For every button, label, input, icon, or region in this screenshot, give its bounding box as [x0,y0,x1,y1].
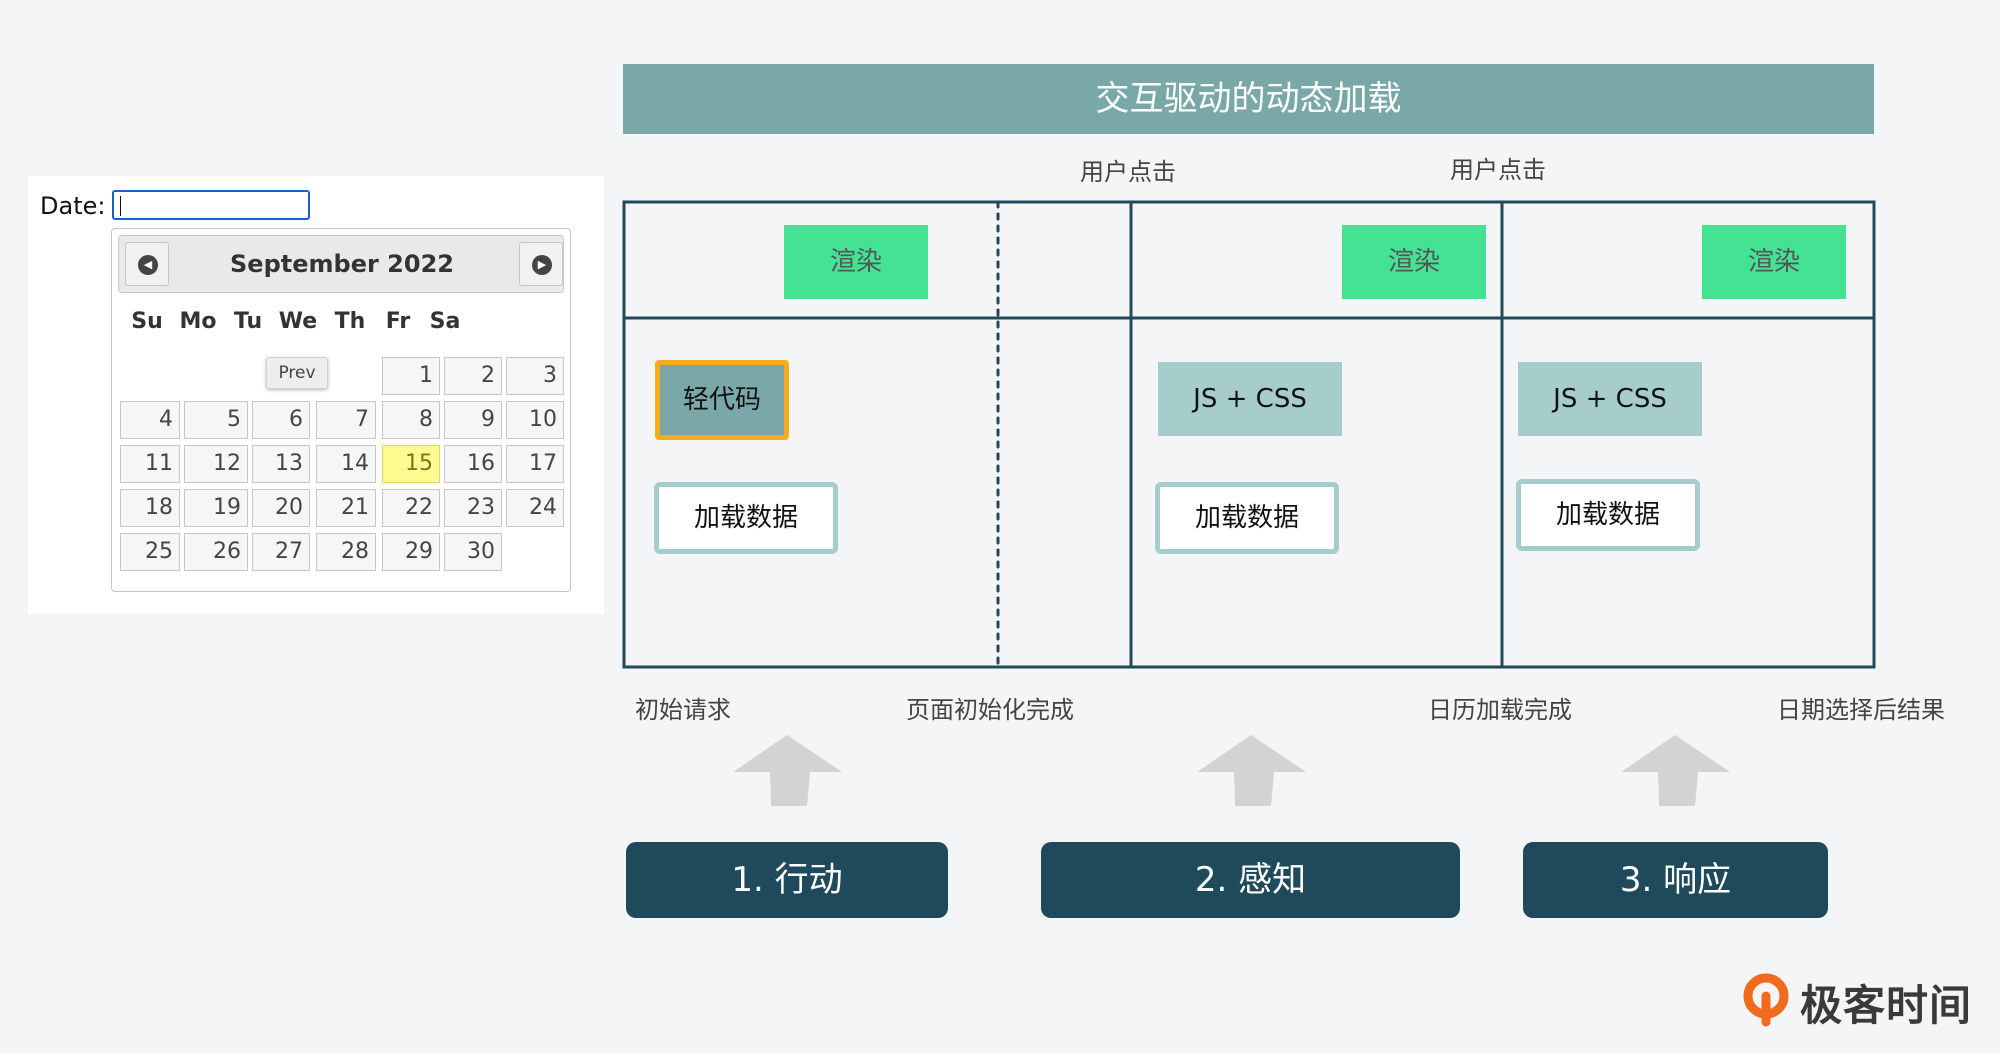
day-cell-8[interactable]: 8 [382,401,440,439]
weekday-mo: Mo [179,309,217,334]
day-cell-20[interactable]: 20 [252,489,310,527]
initial-request-label: 初始请求 [635,696,731,724]
day-cell-16[interactable]: 16 [444,445,502,483]
circle-triangle-right-icon: ▶ [532,255,552,275]
weekday-we: We [278,309,318,334]
day-cell-30[interactable]: 30 [444,533,502,571]
page-init-done-label: 页面初始化完成 [906,696,1074,724]
timeline-outer-frame [622,200,1876,669]
day-cell-24[interactable]: 24 [506,489,564,527]
step-action: 1. 行动 [626,842,948,918]
day-cell-9[interactable]: 9 [444,401,502,439]
day-cell-29[interactable]: 29 [382,533,440,571]
weekday-fr: Fr [385,309,411,334]
circle-triangle-left-icon: ◀ [138,255,158,275]
diagram-title-banner: 交互驱动的动态加载 [623,64,1874,134]
day-cell-3[interactable]: 3 [506,357,564,395]
datepicker-header: ◀ September 2022 ▶ [118,235,564,293]
day-cell-15[interactable]: 15 [382,445,440,483]
day-cell-12[interactable]: 12 [184,445,248,483]
calendar-loaded-label: 日历加载完成 [1428,696,1572,724]
day-cell-4[interactable]: 4 [120,401,180,439]
date-selected-result-label: 日期选择后结果 [1777,696,1945,724]
user-click-label-2: 用户点击 [1450,156,1546,184]
day-cell-23[interactable]: 23 [444,489,502,527]
load-data-box-3: 加载数据 [1516,479,1700,551]
js-css-box-1: JS + CSS [1158,362,1342,436]
day-cell-21[interactable]: 21 [316,489,376,527]
day-cell-25[interactable]: 25 [120,533,180,571]
light-code-box: 轻代码 [655,360,789,440]
render-box-1: 渲染 [784,225,928,299]
day-cell-6[interactable]: 6 [252,401,310,439]
brand-name: 极客时间 [1800,981,1973,1030]
day-cell-10[interactable]: 10 [506,401,564,439]
weekday-sa: Sa [429,309,461,334]
render-box-3: 渲染 [1702,225,1846,299]
day-cell-14[interactable]: 14 [316,445,376,483]
load-data-box-2: 加载数据 [1155,482,1339,554]
day-cell-11[interactable]: 11 [120,445,180,483]
weekday-su: Su [131,309,163,334]
step-response: 3. 响应 [1523,842,1828,918]
render-box-2: 渲染 [1342,225,1486,299]
day-cell-18[interactable]: 18 [120,489,180,527]
day-cell-17[interactable]: 17 [506,445,564,483]
up-arrow-icon [1621,735,1730,806]
up-arrow-icon [1197,735,1306,806]
day-cell-13[interactable]: 13 [252,445,310,483]
month-title: September 2022 [230,250,454,278]
weekday-tu: Tu [233,309,263,334]
prev-month-button[interactable]: ◀ [125,242,169,286]
up-arrow-icon [733,735,842,806]
step-perception: 2. 感知 [1041,842,1460,918]
weekday-th: Th [334,309,366,334]
date-input[interactable] [112,190,310,220]
day-cell-26[interactable]: 26 [184,533,248,571]
day-cell-28[interactable]: 28 [316,533,376,571]
load-data-box-1: 加载数据 [654,482,838,554]
day-cell-1[interactable]: 1 [382,357,440,395]
day-cell-7[interactable]: 7 [316,401,376,439]
prev-tooltip: Prev [266,357,328,389]
next-month-button[interactable]: ▶ [519,242,563,286]
day-cell-19[interactable]: 19 [184,489,248,527]
day-cell-2[interactable]: 2 [444,357,502,395]
date-label: Date: [40,192,106,220]
user-click-label-1: 用户点击 [1080,158,1176,186]
js-css-box-2: JS + CSS [1518,362,1702,436]
brand-logo-icon [1743,973,1789,1027]
day-cell-27[interactable]: 27 [252,533,310,571]
day-cell-5[interactable]: 5 [184,401,248,439]
day-cell-22[interactable]: 22 [382,489,440,527]
